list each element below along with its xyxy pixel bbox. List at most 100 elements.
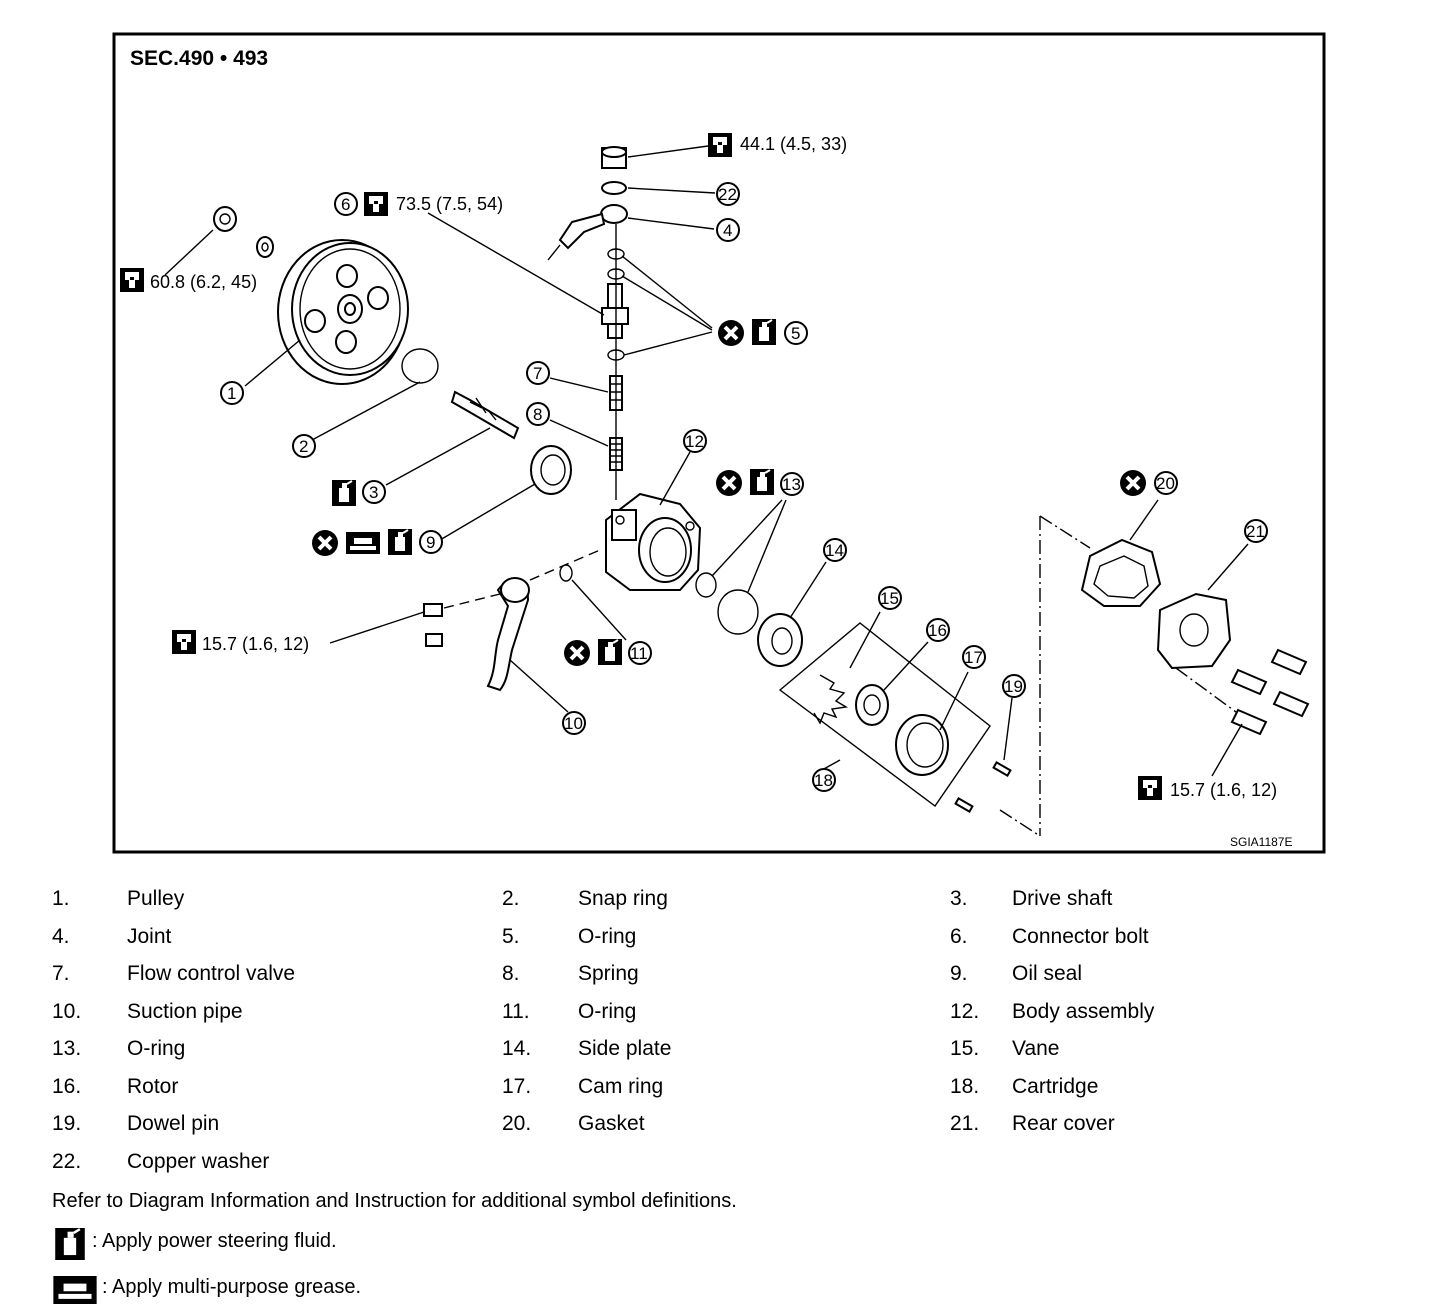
part-name: Copper washer [127, 1149, 270, 1173]
callout-13: 13 [780, 472, 804, 496]
part-number: 13. [52, 1037, 82, 1060]
part-number: 9. [950, 962, 968, 985]
svg-text:4: 4 [723, 221, 732, 240]
part-number: 5. [502, 924, 520, 948]
svg-text:10: 10 [564, 714, 583, 733]
oil-seal-part [530, 445, 572, 495]
part-name: Connector bolt [1012, 924, 1149, 948]
svg-text:22: 22 [718, 185, 737, 204]
drive-shaft-part [450, 390, 520, 440]
callout-10: 10 [562, 711, 586, 735]
rotor-part [855, 684, 889, 726]
callout-8: 8 [526, 402, 550, 426]
part-number: 6. [950, 924, 968, 948]
part-name: Oil seal [1012, 962, 1083, 985]
part-number: 7. [52, 962, 70, 985]
svg-text:12: 12 [685, 432, 704, 451]
fluid-legend-text: : Apply power steering fluid. [92, 1230, 337, 1252]
cam-ring-part [895, 714, 949, 776]
part-number: 1. [52, 887, 70, 910]
part-name: Rear cover [1012, 1112, 1115, 1135]
connector-nut [601, 146, 627, 169]
svg-text:7: 7 [533, 364, 542, 383]
rear-cover-bolts [1230, 648, 1310, 736]
part-number: 10. [52, 999, 82, 1023]
part-number: 3. [950, 887, 968, 910]
cartridge-frame [778, 622, 991, 807]
part-number: 2. [502, 887, 520, 910]
callout-12: 12 [683, 429, 707, 453]
svg-text:3: 3 [369, 483, 378, 502]
part-number: 22. [52, 1149, 82, 1173]
callout-3: 3 [362, 480, 386, 504]
callout-2: 2 [292, 434, 316, 458]
grease-legend-icon [52, 1276, 98, 1304]
part-number: 4. [52, 924, 70, 948]
callout-14: 14 [823, 538, 847, 562]
part-name: O-ring [578, 924, 637, 948]
callout-5: 5 [784, 321, 808, 345]
connector-bolt-part [601, 283, 629, 339]
callout-4: 4 [716, 218, 740, 242]
part-name: Body assembly [1012, 999, 1155, 1023]
section-label: SEC.490 • 493 [130, 47, 268, 70]
callout-1: 1 [220, 381, 244, 405]
svg-text:1: 1 [227, 384, 236, 403]
callout-11: 11 [628, 641, 652, 665]
dowel-pin-part [992, 761, 1012, 777]
part-name: Pulley [127, 887, 185, 910]
part-number: 15. [950, 1037, 980, 1060]
svg-text:8: 8 [533, 405, 542, 424]
callout-19: 19 [1002, 674, 1026, 698]
callout-16: 16 [926, 618, 950, 642]
o-ring-13b-part [717, 589, 759, 635]
o-ring-13a-part [695, 572, 717, 598]
callout-7: 7 [526, 361, 550, 385]
o-ring-11-part [559, 564, 573, 582]
part-name: Gasket [578, 1112, 645, 1135]
part-number: 8. [502, 962, 520, 985]
svg-text:2: 2 [299, 437, 308, 456]
suction-bolts [423, 603, 443, 647]
part-name: Suction pipe [127, 999, 243, 1023]
torque-rear-cover-bolt: 15.7 (1.6, 12) [1170, 780, 1277, 800]
torque-connector-bolt: 73.5 (7.5, 54) [396, 194, 503, 214]
diagram-code: SGIA1187E [1230, 835, 1292, 849]
exploded-diagram: SEC.490 • 493 SGIA1187E 60.8 (6.2, 45) [112, 32, 1326, 854]
fluid-legend-icon [52, 1226, 88, 1262]
callout-21: 21 [1244, 519, 1268, 543]
part-number: 11. [502, 999, 530, 1023]
torque-connector-nut: 44.1 (4.5, 33) [740, 134, 847, 154]
part-number: 16. [52, 1074, 82, 1098]
part-name: Flow control valve [127, 962, 296, 985]
part-number: 21. [950, 1112, 980, 1135]
svg-text:16: 16 [928, 621, 947, 640]
gasket-part [1080, 538, 1162, 607]
callout-18: 18 [812, 768, 836, 792]
part-name: O-ring [127, 1037, 186, 1060]
pulley-part [277, 239, 409, 385]
callout-15: 15 [878, 586, 902, 610]
svg-text:5: 5 [791, 324, 800, 343]
svg-text:11: 11 [630, 644, 648, 663]
part-number: 12. [950, 999, 980, 1023]
diagram-frame [112, 32, 1326, 854]
part-name: Rotor [127, 1074, 179, 1098]
suction-pipe-part [486, 577, 530, 692]
svg-text:14: 14 [825, 541, 844, 560]
svg-text:18: 18 [814, 771, 833, 790]
symbol-note: Refer to Diagram Information and Instruc… [52, 1190, 737, 1212]
part-number: 20. [502, 1112, 532, 1135]
callout-17: 17 [962, 645, 986, 669]
body-assembly-part [605, 492, 702, 591]
svg-text:17: 17 [964, 648, 983, 667]
part-name: Side plate [578, 1037, 672, 1060]
grease-legend-text: : Apply multi-purpose grease. [102, 1276, 362, 1298]
part-name: Drive shaft [1012, 887, 1113, 910]
svg-text:13: 13 [782, 475, 801, 494]
snap-ring-part [401, 348, 439, 384]
copper-washer-part [601, 181, 627, 195]
vane-part [813, 674, 849, 725]
torque-pulley-nut: 60.8 (6.2, 45) [150, 272, 257, 292]
side-plate-part [757, 613, 803, 667]
